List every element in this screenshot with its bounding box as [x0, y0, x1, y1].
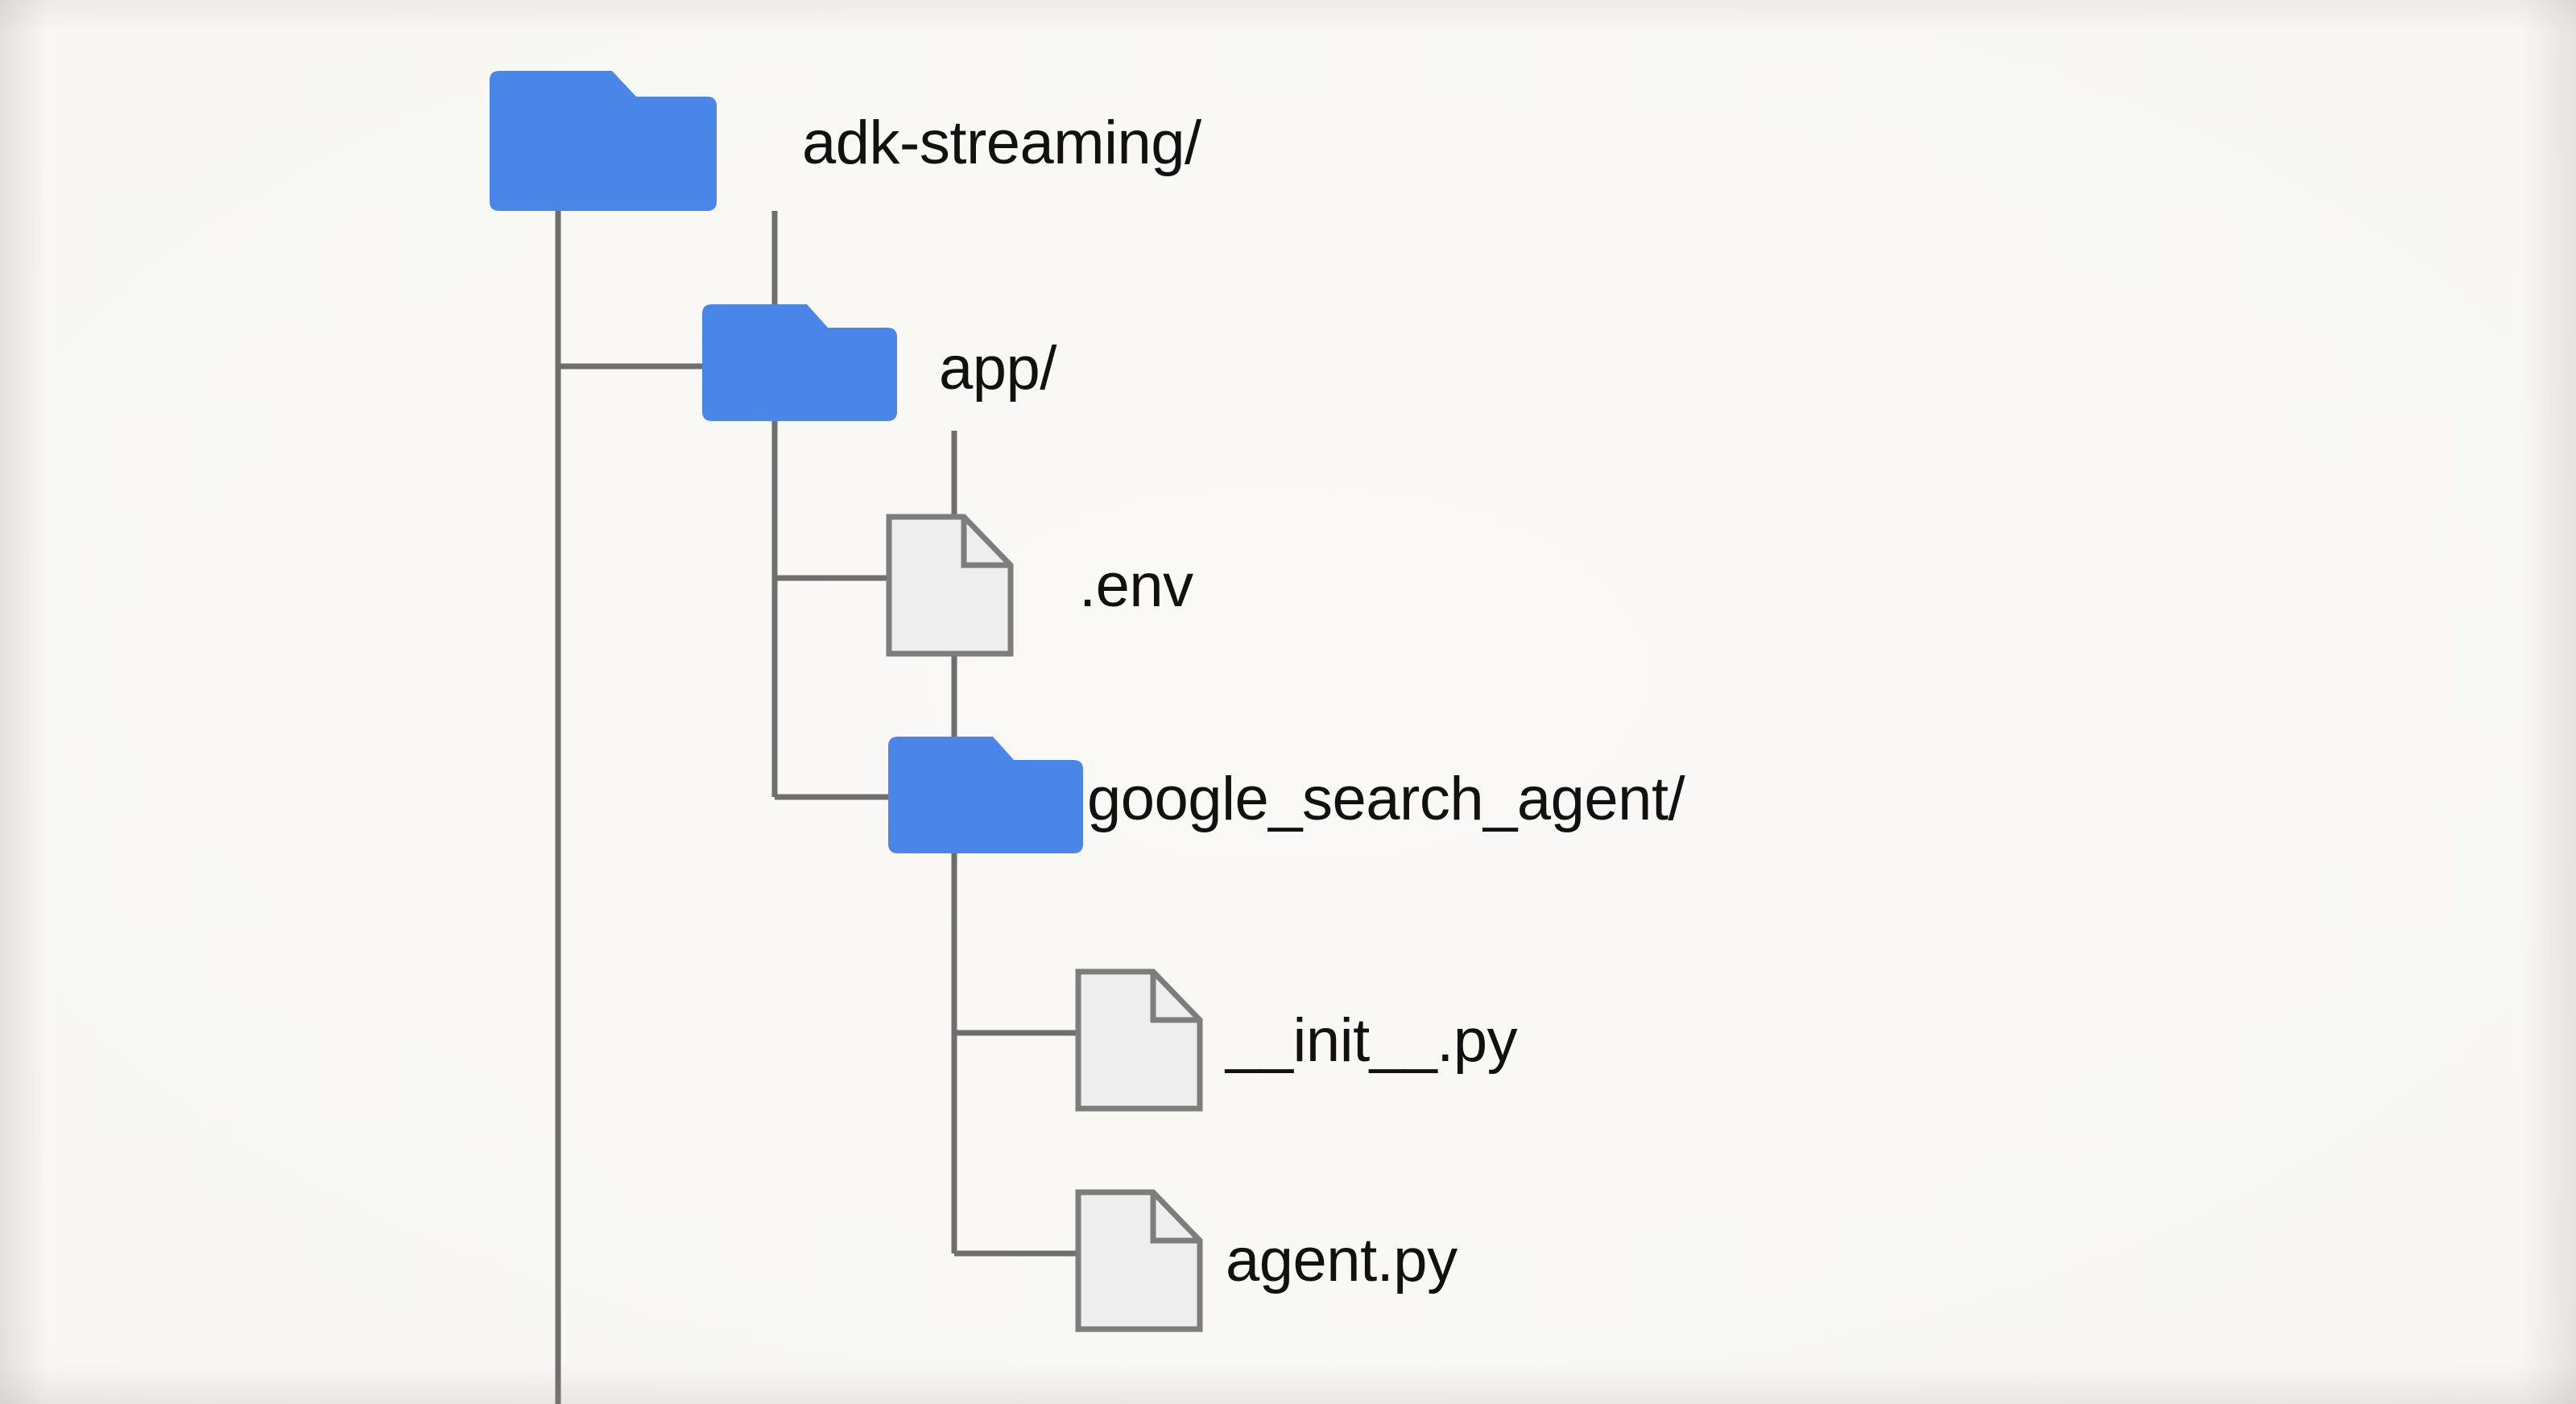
folder-icon	[702, 304, 897, 421]
file-icon	[1075, 968, 1203, 1112]
tree-node-label-agent-py[interactable]: agent.py	[1226, 1226, 1458, 1295]
file-icon	[886, 514, 1014, 657]
file-icon	[1075, 1189, 1203, 1332]
folder-icon	[490, 71, 717, 211]
tree-node-label-env[interactable]: .env	[1079, 551, 1193, 620]
tree-node-label-app[interactable]: app/	[939, 334, 1056, 403]
tree-node-label-adk-streaming[interactable]: adk-streaming/	[802, 109, 1201, 177]
tree-node-label-init-py[interactable]: __init__.py	[1226, 1006, 1518, 1075]
folder-icon	[888, 737, 1083, 853]
tree-node-label-google-search-agent[interactable]: google_search_agent/	[1087, 765, 1685, 833]
